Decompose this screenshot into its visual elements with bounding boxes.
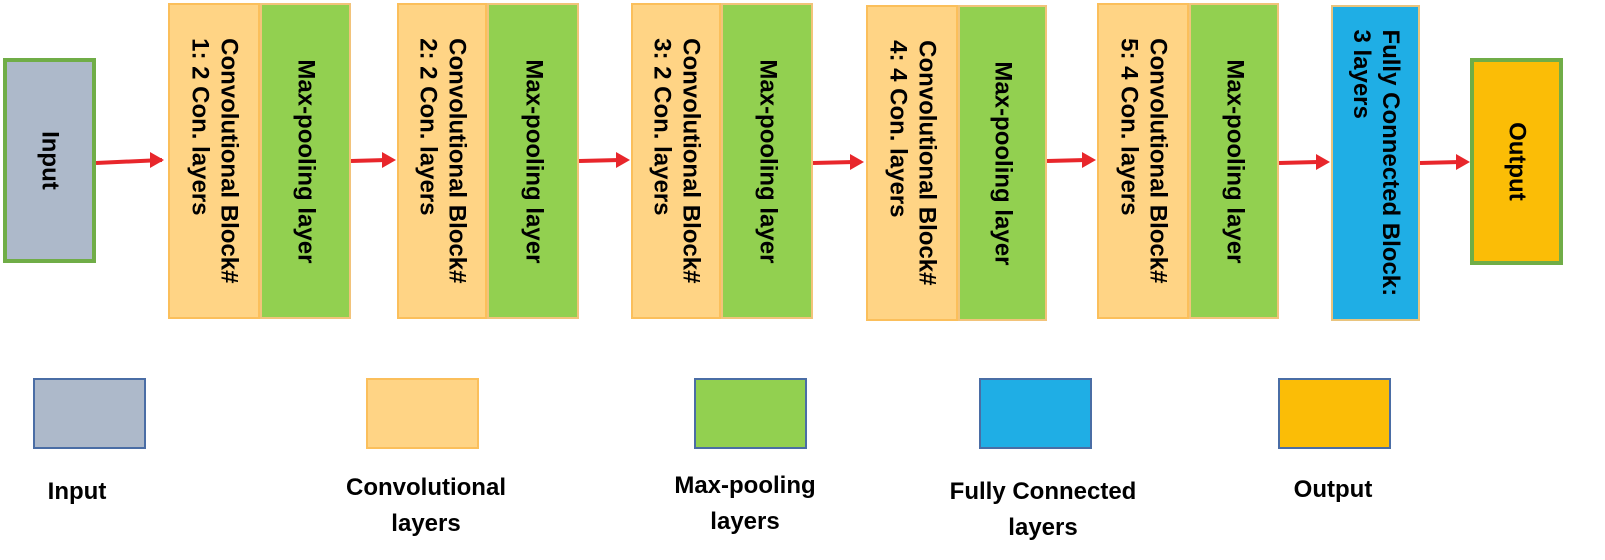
conv-block-5-label: Convolutional Block#5: 4 Con. layers — [1116, 38, 1172, 284]
legend-label-output: Output — [1293, 476, 1373, 503]
conv-block-4: Convolutional Block#4: 4 Con. layers — [866, 5, 958, 321]
arrow-block2-to-block3 — [578, 152, 630, 168]
pool-block-1-label: Max-pooling layer — [292, 58, 320, 264]
fully-connected-block: Fully Connected Block:3 layers — [1331, 5, 1420, 321]
conv-block-1: Convolutional Block#1: 2 Con. layers — [168, 3, 260, 319]
fully-connected-block-label: Fully Connected Block:3 layers — [1348, 29, 1405, 297]
legend-swatch-fully-connected — [979, 378, 1092, 449]
legend-swatch-max-pooling — [694, 378, 807, 449]
pool-block-1: Max-pooling layer — [260, 3, 351, 319]
pool-block-2: Max-pooling layer — [487, 3, 579, 319]
arrow-input-to-block1 — [95, 152, 164, 168]
legend-swatch-input — [33, 378, 146, 449]
pool-block-3: Max-pooling layer — [721, 3, 813, 319]
legend-swatch-output — [1278, 378, 1391, 449]
pool-block-4-label: Max-pooling layer — [989, 60, 1017, 266]
pool-block-5: Max-pooling layer — [1189, 3, 1279, 319]
input-node: Input — [3, 58, 96, 263]
legend-swatch-convolutional — [366, 378, 479, 449]
pool-block-5-label: Max-pooling layer — [1221, 58, 1249, 264]
output-node: Output — [1470, 58, 1563, 265]
arrow-block3-to-block4 — [812, 154, 864, 170]
output-node-label: Output — [1503, 122, 1531, 201]
arrow-block1-to-block2 — [350, 152, 396, 168]
conv-block-2-label: Convolutional Block#2: 2 Con. layers — [415, 38, 471, 284]
conv-block-1-label: Convolutional Block#1: 2 Con. layers — [187, 38, 243, 284]
conv-block-5: Convolutional Block#5: 4 Con. layers — [1097, 3, 1189, 319]
legend-label-input: Input — [47, 478, 107, 505]
arrow-fc-to-output — [1419, 154, 1470, 170]
arrow-block4-to-block5 — [1046, 152, 1096, 168]
conv-block-3-label: Convolutional Block#3: 2 Con. layers — [649, 38, 705, 284]
conv-block-3: Convolutional Block#3: 2 Con. layers — [631, 3, 721, 319]
arrow-block5-to-fc — [1278, 154, 1330, 170]
pool-block-4: Max-pooling layer — [958, 5, 1047, 321]
pool-block-2-label: Max-pooling layer — [520, 58, 548, 264]
conv-block-4-label: Convolutional Block#4: 4 Con. layers — [885, 40, 941, 286]
conv-block-2: Convolutional Block#2: 2 Con. layers — [397, 3, 487, 319]
pool-block-3-label: Max-pooling layer — [754, 58, 782, 264]
input-node-label: Input — [36, 131, 64, 190]
